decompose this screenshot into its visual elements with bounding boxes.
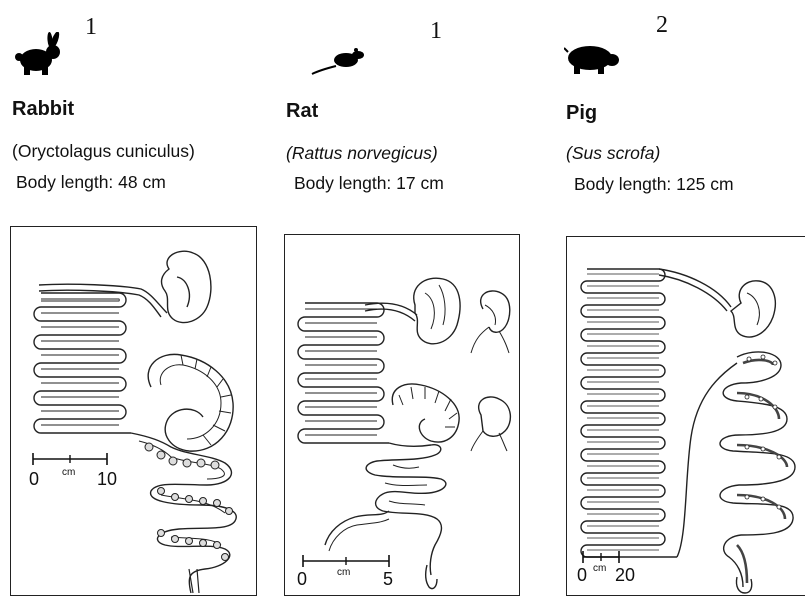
rabbit-silhouette-icon bbox=[10, 32, 70, 77]
rabbit-column: 1 Rabbit (Oryctolagus cuniculus) Body le… bbox=[0, 0, 260, 596]
rat-body-length: Body length: 17 cm bbox=[294, 173, 444, 194]
rat-footnote-number: 1 bbox=[430, 18, 442, 45]
rat-scale-unit: cm bbox=[337, 567, 350, 578]
rabbit-stomach bbox=[162, 251, 211, 322]
pig-coiled-intestine bbox=[581, 269, 677, 557]
pig-gut-diagram: 0 cm 20 bbox=[566, 236, 805, 596]
rabbit-gut-diagram: 0 cm 10 bbox=[10, 226, 257, 596]
rabbit-footnote-number: 1 bbox=[85, 14, 97, 41]
pig-scale-bar: 0 cm 20 bbox=[577, 551, 635, 585]
rat-scale-end: 5 bbox=[383, 569, 393, 589]
rat-gut-diagram: 0 cm 5 bbox=[284, 234, 520, 596]
rat-stomach bbox=[414, 278, 460, 344]
rabbit-scientific-name: (Oryctolagus cuniculus) bbox=[12, 141, 195, 162]
rat-coiled-intestine bbox=[298, 303, 389, 443]
rabbit-coiled-intestine bbox=[34, 293, 131, 433]
pig-column: 2 Pig (Sus scrofa) Body length: 125 cm bbox=[552, 0, 805, 596]
pig-name: Pig bbox=[566, 102, 597, 125]
pig-scale-end: 20 bbox=[615, 565, 635, 585]
rabbit-body-length: Body length: 48 cm bbox=[16, 172, 166, 193]
pig-footnote-number: 2 bbox=[656, 12, 668, 39]
pig-scientific-name: (Sus scrofa) bbox=[566, 143, 660, 164]
rabbit-scale-unit: cm bbox=[62, 467, 75, 478]
pig-body-length: Body length: 125 cm bbox=[574, 174, 734, 195]
rat-scale-bar: 0 cm 5 bbox=[297, 555, 393, 589]
rabbit-scale-bar: 0 cm 10 bbox=[29, 453, 117, 489]
rat-scale-start: 0 bbox=[297, 569, 307, 589]
rat-silhouette-icon bbox=[308, 40, 366, 78]
rat-caecum bbox=[392, 384, 459, 442]
pig-silhouette-icon bbox=[564, 40, 620, 76]
rabbit-scale-start: 0 bbox=[29, 469, 39, 489]
pig-small-intestine bbox=[720, 352, 795, 587]
pig-scale-unit: cm bbox=[593, 563, 606, 574]
pig-stomach bbox=[731, 281, 775, 337]
rat-scientific-name: (Rattus norvegicus) bbox=[286, 143, 438, 164]
rat-column: 1 Rat (Rattus norvegicus) Body length: 1… bbox=[272, 0, 532, 596]
rabbit-name: Rabbit bbox=[12, 98, 74, 121]
pig-scale-start: 0 bbox=[577, 565, 587, 585]
rabbit-caecum bbox=[148, 354, 233, 451]
rat-name: Rat bbox=[286, 100, 318, 123]
rabbit-scale-end: 10 bbox=[97, 469, 117, 489]
